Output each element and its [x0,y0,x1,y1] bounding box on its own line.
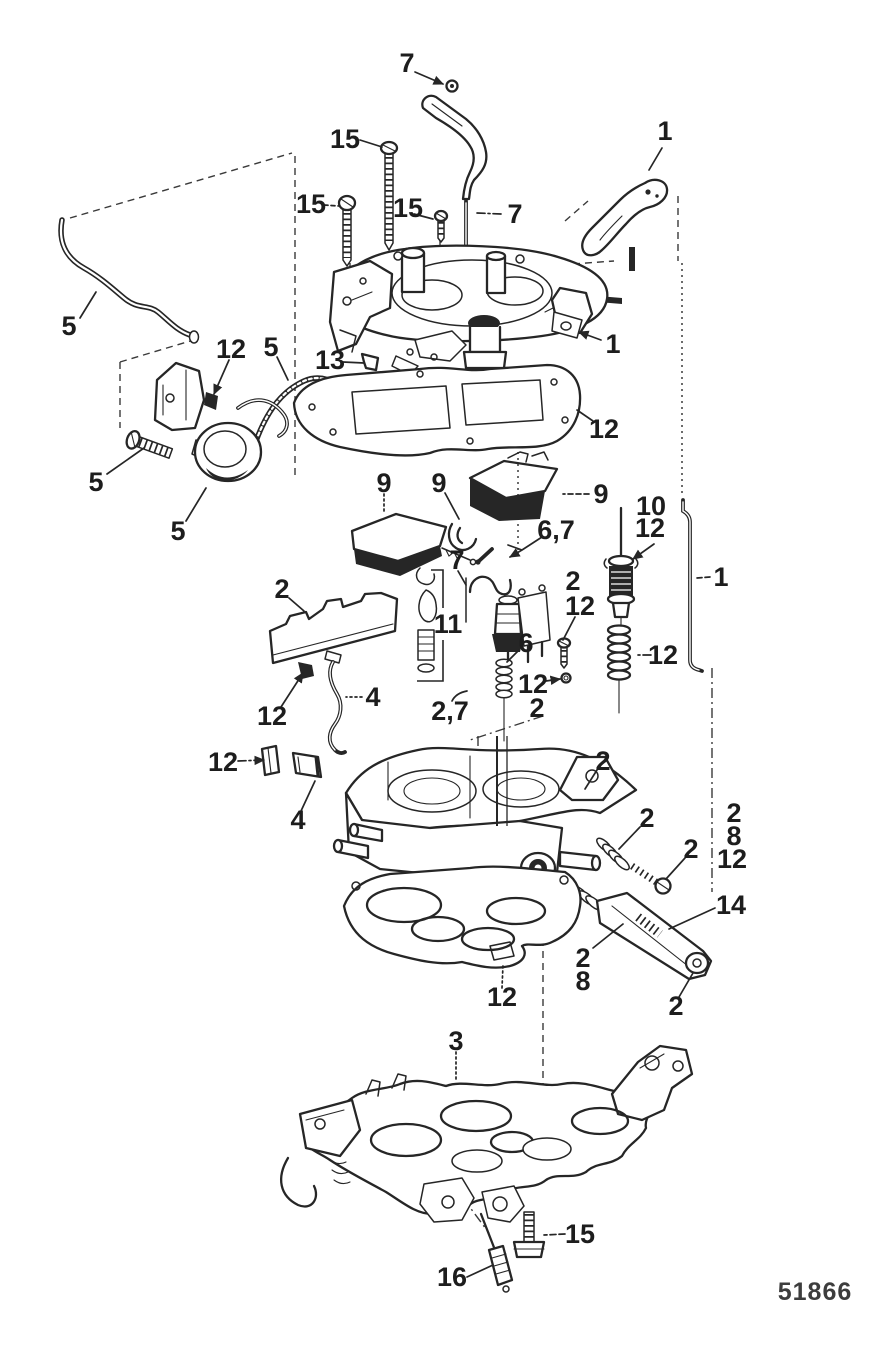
float-left [350,512,477,576]
base-gasket [342,865,582,969]
part-callout: 2 [529,693,544,723]
part-callout: 12 [257,701,287,731]
float-right [468,451,559,521]
part-callout: 2 [668,991,683,1021]
part-callout: 15 [565,1219,595,1249]
retainer-clip [204,392,218,410]
part-callout: 15 [296,189,326,219]
part-callout: 6,7 [537,515,575,545]
pump-rod [324,650,347,755]
part-callout: 2 [683,834,698,864]
baffle-plate [268,591,399,665]
choke-link-and-nut [421,79,488,256]
float-needle-parts [415,567,444,682]
part-callout: 2 [595,746,610,776]
mount-bolt [512,1211,546,1259]
part-callout: 2 [575,943,590,973]
part-callout: 5 [263,332,278,362]
part-callout: 1 [713,562,728,592]
part-callout: 11 [434,609,463,639]
leader-lines [79,71,716,1278]
part-callout: 12 [648,640,678,670]
part-callout: 7 [507,199,522,229]
part-callout: 13 [315,345,345,375]
part-callout: 12 [518,669,548,699]
part-callout: 16 [437,1262,467,1292]
fuel-tube [58,217,200,344]
venturi-cluster [517,584,551,664]
part-callout: 9 [431,468,446,498]
air-horn-assembly [328,244,609,376]
choke-pulloff-assembly [125,361,289,483]
float-hinge-clip [447,522,478,552]
drawing-number: 51866 [778,1278,853,1306]
part-callout: 12 [208,747,238,777]
pivot-plate-and-clip [260,744,323,779]
callout-labels: 7 15 1 15 15 7 1 5 12 5 13 12 5 5 9 9 9 … [61,48,747,1292]
part-callout: 2 [274,574,289,604]
part-callout: 8 [726,821,741,851]
part-callout: 2 [726,798,741,828]
part-callout: 8 [575,966,590,996]
part-callout: 9 [593,479,608,509]
part-callout: 15 [330,124,360,154]
part-callout: 1 [605,329,620,359]
part-callout: 6 [518,628,533,658]
part-callout: 2,7 [431,696,469,726]
inlet-spring [606,624,632,714]
pump-lever-clip [360,352,380,372]
part-callout: 2 [639,803,654,833]
idle-needle [479,1212,514,1293]
part-callout: 3 [448,1026,463,1056]
air-horn-gasket [292,363,582,457]
part-callout: 12 [565,591,595,621]
part-callout: 10 [636,491,666,521]
part-callout: 4 [290,805,305,835]
part-callout: 15 [393,193,423,223]
throttle-body [279,1044,694,1223]
part-callout: 5 [88,467,103,497]
part-callout: 12 [487,982,517,1012]
pump-spring [495,658,513,742]
needle-and-seat [603,506,639,628]
part-callout: 5 [170,516,185,546]
throttle-stop-screw [630,863,672,895]
part-callout: 5 [61,311,76,341]
part-callout: 1 [657,116,672,146]
main-body [332,736,638,891]
part-callout: 12 [635,513,665,543]
part-callout: 12 [717,844,747,874]
part-callout: 7 [449,545,464,575]
part-callout: 4 [365,682,380,712]
part-callout: 7 [399,48,414,78]
throttle-spring [596,837,630,871]
choke-rod [681,498,704,673]
pump-plunger [492,595,524,662]
part-callout: 12 [589,414,619,444]
part-callout: 2 [565,566,580,596]
part-callout: 14 [716,890,746,920]
part-callout: 12 [216,334,246,364]
air-horn-screws [337,140,449,267]
jet-screw [556,637,572,684]
part-callout: 9 [376,468,391,498]
